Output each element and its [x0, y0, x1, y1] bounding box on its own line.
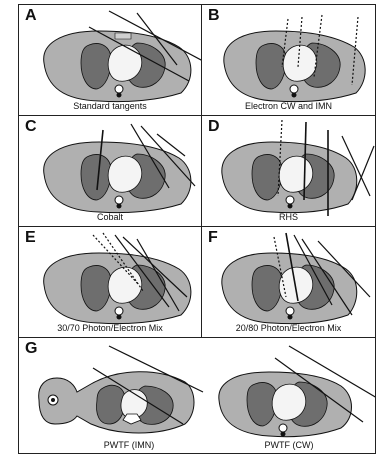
thorax-cross-section-right	[219, 372, 352, 437]
panel-c: C Cobalt	[18, 115, 202, 227]
panel-caption-right: PWTF (CW)	[229, 440, 349, 450]
panel-letter: F	[208, 229, 218, 247]
cross-section-g	[19, 338, 376, 454]
panel-caption: Electron CW and IMN	[202, 101, 375, 111]
panel-caption: RHS	[202, 212, 375, 222]
panel-caption: Standard tangents	[19, 101, 201, 111]
panel-caption: 20/80 Photon/Electron Mix	[202, 323, 375, 333]
cross-section-b	[202, 5, 376, 116]
panel-letter: C	[25, 118, 37, 136]
thorax-cross-section	[222, 253, 357, 324]
cross-section-d	[202, 116, 376, 227]
panel-letter: D	[208, 118, 220, 136]
panel-f: F 20/80 Photon/Electron Mix	[201, 226, 376, 338]
thorax-cross-section-left	[39, 372, 194, 433]
cross-section-f	[202, 227, 376, 338]
panel-letter: E	[25, 229, 36, 247]
panel-e: E 30/70 Photon/Electron Mix	[18, 226, 202, 338]
thorax-cross-section	[44, 253, 191, 324]
panel-caption-left: PWTF (IMN)	[69, 440, 189, 450]
thorax-cross-section	[44, 31, 191, 102]
cross-section-c	[19, 116, 202, 227]
panel-letter: A	[25, 7, 37, 25]
panel-g: G PWTF (IMN) PWTF (CW)	[18, 337, 376, 454]
panel-caption: Cobalt	[19, 212, 201, 222]
thorax-cross-section	[224, 31, 365, 102]
panel-letter: B	[208, 7, 220, 25]
panel-caption: 30/70 Photon/Electron Mix	[19, 323, 201, 333]
panel-b: B Electron CW and IMN	[201, 4, 376, 116]
panel-d: D RHS	[201, 115, 376, 227]
thorax-cross-section	[222, 142, 357, 213]
panel-a: A Standard tangents	[18, 4, 202, 116]
cross-section-e	[19, 227, 202, 338]
cross-section-a	[19, 5, 202, 116]
panel-letter: G	[25, 340, 37, 358]
thorax-cross-section	[44, 142, 191, 213]
